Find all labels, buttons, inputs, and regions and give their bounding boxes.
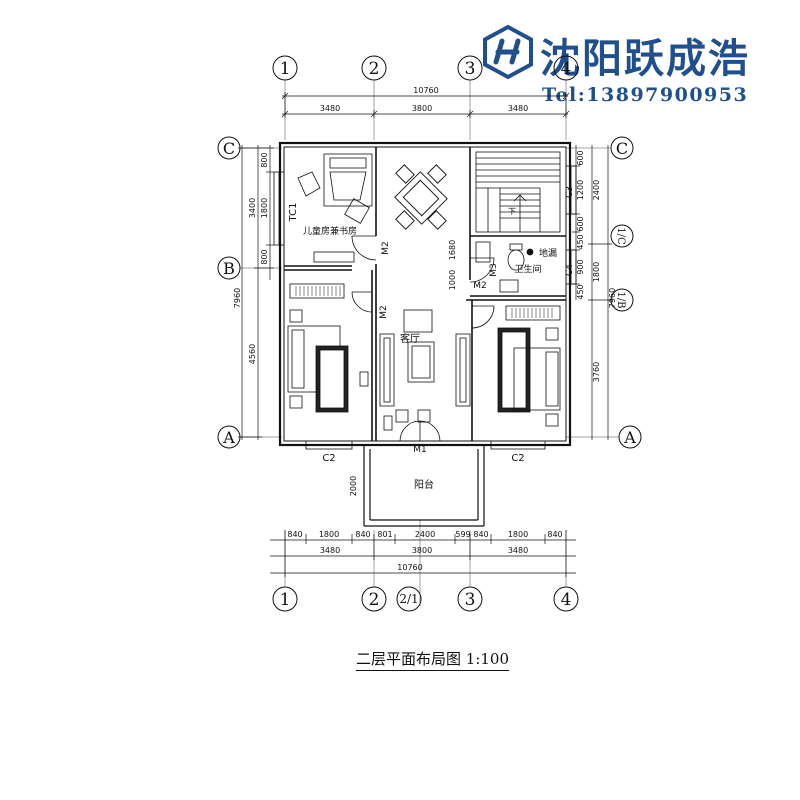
room-label-balcony: 阳台	[414, 478, 434, 491]
dim-right-opening-5: 900	[576, 259, 585, 274]
dim-top-span-3: 3480	[508, 104, 528, 113]
dim-top-span-2: 3800	[412, 104, 432, 113]
dim-bottom-opening-6: 599	[455, 530, 470, 539]
room-label-kids-study: 儿童房兼书房	[303, 225, 357, 237]
dim-bottom-opening-3: 840	[355, 530, 370, 539]
brand-header: 沈阳跃成浩 Tel:13897900953	[478, 18, 790, 108]
dim-left-opening-2: 1800	[260, 198, 269, 218]
axis-label-row-1c: 1/C	[615, 227, 626, 245]
axis-label-row-1b: 1/B	[615, 291, 626, 308]
dim-bottom-opening-2: 1800	[319, 530, 339, 539]
label-tc1: TC1	[288, 203, 299, 223]
dim-right-span-1: 2400	[592, 180, 601, 200]
staircase	[475, 151, 561, 233]
axis-label-row-a: A	[222, 428, 235, 447]
axis-label-col-3-bottom: 3	[465, 590, 476, 610]
right-bedroom-furniture	[497, 305, 561, 427]
drawing-title: 二层平面布局图 1:100	[356, 648, 509, 671]
room-label-bathroom: 卫生间	[514, 263, 541, 275]
dim-top-span-1: 3480	[320, 104, 340, 113]
dim-bottom-opening-7: 840	[473, 530, 488, 539]
axis-bubbles-bottom	[272, 586, 579, 612]
dim-right-opening-6: 450	[576, 284, 585, 299]
dim-right-opening-2: 1200	[576, 180, 585, 200]
brand-telephone: Tel:13897900953	[542, 84, 749, 106]
dim-right-total: 7960	[608, 288, 617, 308]
room-label-living: 客厅	[400, 332, 420, 345]
label-c2-right: C2	[511, 453, 524, 464]
axis-label-col-2-1-bottom: 2/1	[399, 592, 418, 606]
dim-bottom-opening-8: 1800	[508, 530, 528, 539]
dim-interior-2000: 2000	[349, 476, 358, 496]
axis-label-row-a-right: A	[623, 428, 636, 447]
brand-name: 沈阳跃成浩	[540, 35, 750, 82]
dim-bottom-span-3: 3480	[508, 546, 528, 555]
dim-left-total: 7960	[233, 288, 242, 308]
axis-label-col-3: 3	[465, 59, 476, 79]
left-bedroom-furniture	[287, 283, 369, 413]
axis-label-row-b: B	[223, 259, 235, 278]
kids-room-furniture	[297, 153, 373, 263]
dim-right-opening-3: 600	[576, 216, 585, 231]
dim-bottom-opening-1: 840	[287, 530, 302, 539]
label-c2-left: C2	[322, 453, 335, 464]
dining-table	[394, 164, 448, 230]
dim-interior-1000: 1000	[448, 270, 457, 290]
axis-bubbles-top	[272, 55, 579, 81]
axis-label-col-1: 1	[280, 59, 291, 79]
dim-bottom-opening-9: 840	[547, 530, 562, 539]
bathroom-fixtures	[475, 241, 534, 293]
label-m1: M1	[413, 445, 427, 455]
dim-top-total: 10760	[413, 86, 438, 95]
label-m2-left: M2	[379, 305, 389, 319]
room-label-floor-drain: 地漏	[539, 247, 557, 259]
hexagon-h-logo-icon	[483, 24, 533, 80]
windows	[273, 165, 577, 450]
dim-bottom-opening-5: 2400	[415, 530, 435, 539]
dim-left-opening-1: 800	[260, 152, 269, 167]
label-m3: M3	[489, 263, 499, 277]
doors	[351, 235, 495, 442]
label-c3: C3	[565, 186, 575, 198]
dim-left-span-2: 4560	[248, 344, 257, 364]
living-room-furniture	[379, 309, 471, 431]
dim-right-opening-4: 450	[576, 234, 585, 249]
label-stair-down: 下	[508, 207, 516, 216]
dim-left-opening-3: 800	[260, 249, 269, 264]
label-m2-upper: M2	[381, 241, 391, 255]
axis-label-col-4: 4	[561, 59, 572, 79]
dim-bottom-span-1: 3480	[320, 546, 340, 555]
dim-right-opening-1: 600	[576, 150, 585, 165]
dim-bottom-total: 10760	[397, 563, 422, 572]
axis-label-row-c-right: C	[616, 139, 628, 158]
dim-right-span-3: 3760	[592, 362, 601, 382]
label-m2-right: M2	[473, 281, 487, 291]
dim-interior-1680: 1680	[448, 240, 457, 260]
balcony	[363, 445, 485, 527]
axis-label-col-2: 2	[369, 59, 380, 79]
dim-bottom-span-2: 3800	[412, 546, 432, 555]
dim-left-span-1: 3400	[248, 198, 257, 218]
label-c4: C4	[565, 264, 575, 276]
dim-right-span-2: 1800	[592, 262, 601, 282]
dim-bottom-opening-4: 801	[377, 530, 392, 539]
axis-label-row-c: C	[223, 139, 235, 158]
axis-label-col-4-bottom: 4	[561, 590, 572, 610]
axis-label-col-2-bottom: 2	[369, 590, 380, 610]
axis-label-col-1-bottom: 1	[280, 590, 291, 610]
